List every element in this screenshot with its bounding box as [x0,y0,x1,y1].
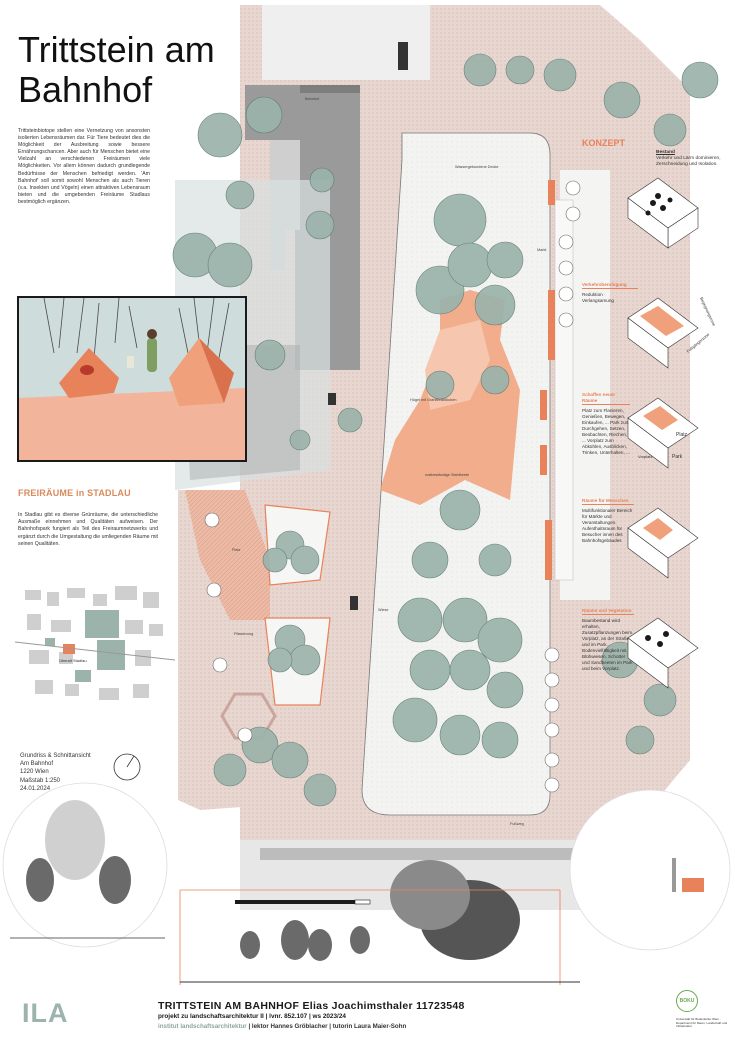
plan-meta: Grundriss & Schnittansicht Am Bahnhof 12… [20,752,91,793]
bestand-block: Bestand Verkehr und Lärm dominieren, Zer… [656,150,730,168]
plan-label: Hügel mit Granitfelsblöcken [410,398,457,402]
plan-label: Bahnhof [305,97,320,101]
meta-line: 24.01.2024 [20,785,51,792]
konzept-step: Schaffen neuer Räume Platz zum Flanieren… [582,392,630,456]
konzept-heading: KONZEPT [582,138,626,148]
section-text: In Stadlau gibt es diverse Grünräume, di… [18,512,158,547]
poster-title: Trittstein am Bahnhof [18,30,215,110]
konzept-step: Verkehrsberuhigung Reduktion · Verlangsa… [582,282,638,304]
diagram-label: Begegnungszone [699,296,717,327]
plan-label: Wassergebundene Decke [455,165,499,169]
meta-line: Am Bahnhof [20,761,54,768]
footer-staff: | lektor Hannes Gröblacher | tutorin Lau… [246,1023,407,1030]
bestand-heading: Bestand [656,150,675,155]
footer-institute: institut landschaftsarchitektur | lektor… [158,1023,406,1030]
plan-label: rostbeständige Stahlbeete [425,473,470,477]
konzept-diagrams: Begegnungszone Fußgängerzone Platz Park … [627,177,717,689]
konzept-step-heading: Räume für Menschen [582,498,634,505]
section-heading: FREIRÄUME in STADLAU [18,488,131,498]
diagram-label: Vorplatz [638,454,652,459]
perspective-render [17,296,247,462]
ila-logo: ILA [22,998,69,1028]
title-line-2: Bahnhof [18,69,153,110]
plan-label: Wiese [378,608,389,612]
north-arrow-icon [113,753,141,781]
konzept-step-text: Reduktion · Verlangsamung [582,292,614,303]
context-map: Überalt Stadlau [15,580,175,720]
plan-label: Markt [537,248,547,252]
meta-line: 1220 Wien [20,769,49,776]
footer-title: TRITTSTEIN AM BAHNHOF Elias Joachimsthal… [158,1000,465,1012]
konzept-step-text: Platz zum Flanieren, Genießen, Bewegen, … [582,408,630,455]
intro-text: Trittsteinbiotope stellen eine Vernetzun… [18,128,150,205]
diagram-label: Platz [676,432,688,438]
perspective-illustration [19,298,245,460]
boku-caption: Universität für Bodenkultur Wien · Depar… [676,1017,728,1029]
section-drawing [2,782,731,985]
map-label: Überalt Stadlau [59,658,87,663]
footer-course: projekt zu landschaftsarchitektur II | l… [158,1013,346,1020]
bestand-text: Verkehr und Lärm dominieren, Zerschneidu… [656,156,721,167]
konzept-step-heading: Räume und Vegetation [582,608,634,615]
konzept-step-heading: Schaffen neuer Räume [582,392,630,405]
plan-label: Fußweg [510,822,524,826]
institute-name: institut landschaftsarchitektur [158,1023,247,1030]
title-line-1: Trittstein am [18,29,215,70]
konzept-step: Räume für Menschen Multifunktionaler Ber… [582,498,634,544]
konzept-step-text: Multifunktionaler Bereich für Märkte und… [582,508,633,543]
konzept-step: Räume und Vegetation Baumbestand wird er… [582,608,634,672]
meta-line: Maßstab 1:250 [20,777,61,784]
boku-logo: BOKU [676,990,698,1012]
konzept-step-heading: Verkehrsberuhigung [582,282,638,289]
meta-line: Grundriss & Schnittansicht [20,753,91,759]
diagram-label: Park [672,454,683,460]
konzept-step-text: Baumbestand wird erhalten, Zusatzpflanzu… [582,618,633,671]
plan-label: Platz [232,548,241,552]
diagram-label: Fußgängerzone [685,331,710,353]
plan-label: Pflasterung [234,632,254,636]
